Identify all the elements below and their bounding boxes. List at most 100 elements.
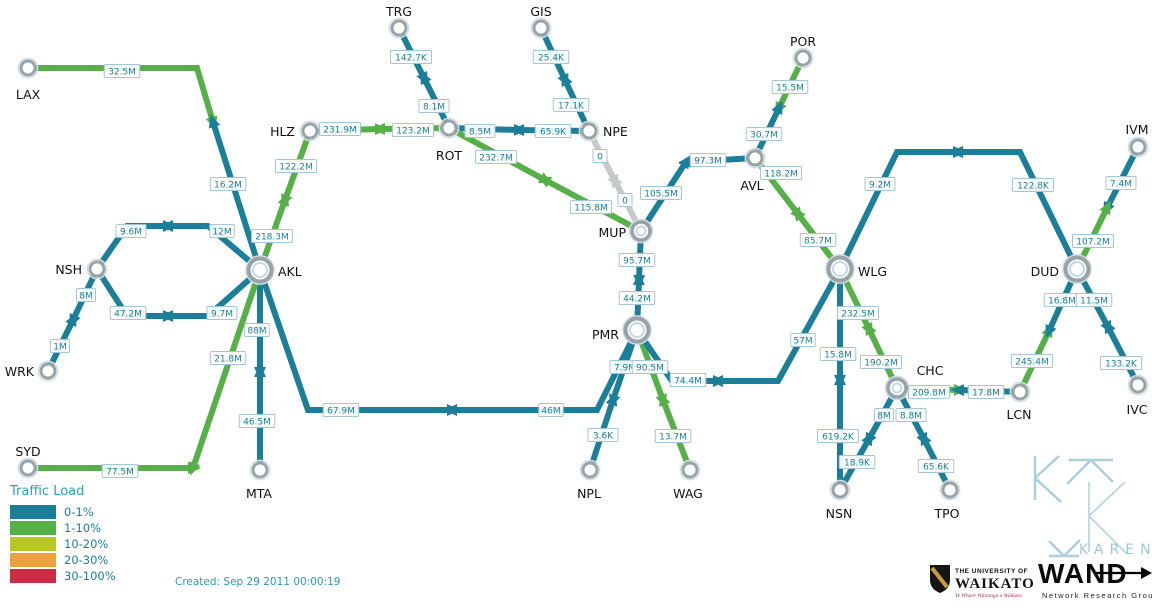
traffic-label-akl-syd[interactable]: 21.8M	[209, 351, 247, 365]
traffic-label-mup-avl[interactable]: 105.5M	[640, 186, 682, 200]
traffic-label-hlz-akl[interactable]: 122.2M	[275, 159, 317, 173]
traffic-label-lax-akl[interactable]: 16.2M	[209, 177, 247, 191]
node-CHC[interactable]	[884, 375, 910, 401]
node-ROT[interactable]	[438, 117, 460, 139]
node-NPE[interactable]	[578, 120, 600, 142]
legend-swatch	[10, 505, 56, 519]
link-akl-pmr-b[interactable]	[444, 328, 640, 416]
traffic-label-trg-rot[interactable]: 8.1M	[418, 99, 450, 113]
legend-item: 0-1%	[10, 504, 116, 520]
traffic-label-avl-wlg[interactable]: 85.7M	[799, 233, 837, 247]
node-LCN[interactable]	[1009, 381, 1031, 403]
traffic-label-gis-npe[interactable]: 25.4K	[532, 50, 570, 64]
traffic-label-pmr-wlg[interactable]: 57M	[790, 333, 816, 347]
traffic-label-chc-tpo[interactable]: 65.6K	[917, 459, 955, 473]
traffic-label-ivm-dud[interactable]: 107.2M	[1072, 234, 1114, 248]
traffic-label-hlz-rot[interactable]: 231.9M	[319, 122, 361, 136]
svg-text:218.3M: 218.3M	[255, 233, 289, 243]
link-akl-syd-a[interactable]	[188, 269, 263, 476]
link-akl-pmr-a[interactable]	[257, 269, 460, 416]
node-WAG[interactable]	[679, 459, 701, 481]
traffic-label-lcn-dud[interactable]: 245.4M	[1011, 354, 1053, 368]
traffic-label-gis-npe[interactable]: 17.1K	[552, 98, 590, 112]
link-wlg-dud-north-b[interactable]	[950, 146, 1080, 271]
traffic-label-chc-tpo[interactable]: 8.8M	[895, 408, 927, 422]
traffic-label-akl-mta[interactable]: 88M	[244, 323, 270, 337]
traffic-label-npe-mup[interactable]: 0	[592, 149, 608, 163]
node-MUP[interactable]	[628, 218, 654, 244]
svg-text:133.2K: 133.2K	[1105, 360, 1138, 370]
link-wlg-dud-north-a[interactable]	[837, 146, 966, 271]
traffic-label-mup-pmr[interactable]: 95.7M	[618, 253, 656, 267]
node-SYD[interactable]	[17, 457, 39, 479]
traffic-label-pmr-npl[interactable]: 3.6K	[587, 428, 619, 442]
traffic-label-rot-mup[interactable]: 232.7M	[475, 150, 517, 164]
traffic-label-ivm-dud[interactable]: 7.4M	[1105, 176, 1137, 190]
traffic-label-mup-avl[interactable]: 97.3M	[689, 153, 727, 167]
traffic-label-nsh-akl-north[interactable]: 9.6M	[115, 224, 147, 238]
traffic-label-chc-lcn[interactable]: 209.8M	[908, 385, 950, 399]
traffic-label-lax-akl[interactable]: 32.5M	[103, 64, 141, 78]
node-LAX[interactable]	[17, 57, 39, 79]
node-TPO[interactable]	[939, 479, 961, 501]
link-lax-akl-a[interactable]	[28, 65, 218, 130]
traffic-label-nsn-chc[interactable]: 18.9K	[838, 455, 876, 469]
node-label-CHC: CHC	[917, 363, 944, 378]
traffic-label-rot-mup[interactable]: 115.8M	[570, 200, 612, 214]
traffic-label-nsh-akl-north[interactable]: 12M	[209, 224, 235, 238]
traffic-label-pmr-wlg[interactable]: 74.4M	[669, 373, 707, 387]
traffic-label-npe-mup[interactable]: 0	[617, 193, 633, 207]
node-WLG[interactable]	[825, 254, 855, 284]
traffic-label-por-avl[interactable]: 15.5M	[771, 80, 809, 94]
traffic-label-trg-rot[interactable]: 142.7K	[390, 50, 432, 64]
traffic-label-nsh-akl-south[interactable]: 9.7M	[206, 306, 238, 320]
traffic-label-dud-ivc[interactable]: 11.5M	[1075, 293, 1113, 307]
traffic-label-rot-npe[interactable]: 65.9K	[534, 124, 572, 138]
traffic-label-nsn-chc[interactable]: 8M	[874, 408, 894, 422]
link-lax-akl-b[interactable]	[208, 114, 263, 271]
traffic-label-hlz-rot[interactable]: 123.2M	[392, 123, 434, 137]
traffic-label-hlz-akl[interactable]: 218.3M	[251, 229, 293, 243]
traffic-label-pmr-wag[interactable]: 13.7M	[654, 429, 692, 443]
traffic-label-wlg-chc[interactable]: 190.2M	[860, 355, 902, 369]
node-DUD[interactable]	[1062, 254, 1092, 284]
node-label-POR: POR	[790, 34, 816, 49]
traffic-label-akl-mta[interactable]: 46.5M	[238, 414, 276, 428]
node-MTA[interactable]	[249, 459, 271, 481]
node-NSN[interactable]	[829, 479, 851, 501]
traffic-label-nsh-wrk[interactable]: 8M	[76, 288, 96, 302]
svg-text:74.4M: 74.4M	[674, 377, 702, 387]
node-GIS[interactable]	[530, 17, 552, 39]
node-WRK[interactable]	[37, 360, 59, 382]
link-nsh-akl-north-b[interactable]	[160, 220, 262, 273]
node-NPL[interactable]	[579, 459, 601, 481]
node-PMR[interactable]	[622, 315, 652, 345]
traffic-label-chc-lcn[interactable]: 17.8M	[967, 385, 1005, 399]
traffic-label-akl-pmr[interactable]: 67.9M	[322, 403, 360, 417]
traffic-label-por-avl[interactable]: 30.7M	[745, 127, 783, 141]
traffic-label-wlg-nsn[interactable]: 15.8M	[819, 347, 857, 361]
node-NSH[interactable]	[86, 258, 108, 280]
link-pmr-wlg-b[interactable]	[710, 267, 843, 387]
traffic-label-nsh-akl-south[interactable]: 47.2M	[109, 306, 147, 320]
traffic-label-pmr-wag[interactable]: 90.5M	[631, 360, 669, 374]
traffic-label-wlg-chc[interactable]: 232.5M	[837, 306, 879, 320]
traffic-label-wlg-dud-north[interactable]: 9.2M	[864, 177, 896, 191]
traffic-label-lcn-dud[interactable]: 16.8M	[1043, 293, 1081, 307]
node-IVC[interactable]	[1127, 374, 1149, 396]
traffic-label-dud-ivc[interactable]: 133.2K	[1100, 356, 1142, 370]
traffic-label-wlg-dud-north[interactable]: 122.8K	[1012, 178, 1054, 192]
node-POR[interactable]	[792, 47, 814, 69]
node-AKL[interactable]	[245, 255, 275, 285]
traffic-label-nsh-wrk[interactable]: 1M	[50, 339, 70, 353]
traffic-label-avl-wlg[interactable]: 118.2M	[760, 166, 802, 180]
traffic-label-mup-pmr[interactable]: 44.2M	[618, 291, 656, 305]
traffic-label-akl-pmr[interactable]: 46M	[538, 403, 564, 417]
traffic-label-rot-npe[interactable]: 8.5M	[464, 124, 496, 138]
traffic-label-akl-syd[interactable]: 77.5M	[101, 464, 139, 478]
node-IVM[interactable]	[1127, 136, 1149, 158]
node-HLZ[interactable]	[299, 120, 321, 142]
node-TRG[interactable]	[388, 17, 410, 39]
traffic-label-wlg-nsn[interactable]: 619.2K	[817, 429, 859, 443]
node-AVL[interactable]	[744, 147, 766, 169]
